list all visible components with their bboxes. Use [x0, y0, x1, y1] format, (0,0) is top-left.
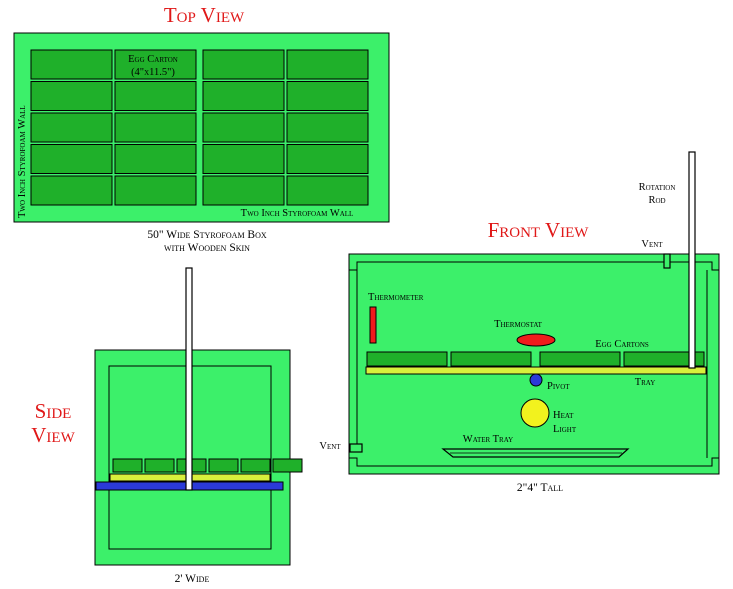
top-view-carton-label: Egg Carton — [128, 54, 178, 65]
side-view-egg-carton — [144, 458, 175, 473]
vent-top — [663, 253, 671, 269]
top-view-egg-carton — [114, 175, 197, 206]
top-view-egg-carton — [30, 175, 113, 206]
top-view-egg-carton — [286, 112, 369, 143]
front-view-caption: 2"4" Tall — [517, 482, 563, 494]
thermostat-label: Thermostat — [494, 319, 543, 330]
thermostat — [516, 333, 556, 347]
top-view-egg-carton — [286, 144, 369, 174]
top-view-egg-carton — [286, 49, 369, 80]
top-view-egg-carton — [202, 144, 285, 174]
egg-cartons-label: Egg Cartons — [595, 339, 649, 350]
top-view-carton-size: (4"x11.5") — [131, 67, 175, 78]
side-view-egg-carton — [112, 458, 143, 473]
top-view-title: Top View — [164, 3, 245, 27]
side-view-egg-carton — [208, 458, 239, 473]
thermometer-label: Thermometer — [368, 292, 424, 303]
front-view-egg-carton — [450, 351, 532, 367]
side-view: Side View 2' Wide — [31, 267, 303, 585]
vent-top-label: Vent — [641, 239, 663, 250]
top-view: Top View Egg Carton (4"x11.5") Two Inch … — [13, 3, 390, 254]
top-view-egg-carton — [30, 49, 113, 80]
top-view-bottom-wall-label: Two Inch Styrofoam Wall — [241, 208, 354, 219]
top-view-caption-line2: with Wooden Skin — [164, 242, 250, 254]
top-view-left-wall-label: Two Inch Styrofoam Wall — [17, 105, 28, 218]
thermometer — [369, 306, 377, 344]
side-view-title-line2: View — [31, 423, 75, 447]
top-view-egg-carton — [114, 144, 197, 174]
top-view-egg-carton — [286, 81, 369, 111]
top-view-egg-carton — [30, 112, 113, 143]
rotation-rod-label-line1: Rotation — [639, 182, 676, 193]
tray-label: Tray — [635, 377, 656, 388]
top-view-egg-carton — [202, 81, 285, 111]
side-view-title-line1: Side — [35, 399, 72, 423]
top-view-egg-cartons — [30, 49, 369, 206]
front-view-tray — [365, 366, 707, 375]
top-view-egg-carton — [30, 144, 113, 174]
top-view-egg-carton — [202, 49, 285, 80]
heat-light-label-line1: Heat — [553, 410, 574, 421]
pivot-label: Pivot — [547, 381, 570, 392]
front-view: Front View Rotation Rod Vent Vent Thermo… — [319, 151, 720, 494]
water-tray-label: Water Tray — [463, 434, 513, 445]
top-view-egg-carton — [114, 81, 197, 111]
front-view-egg-cartons — [366, 351, 705, 367]
top-view-caption-line1: 50" Wide Styrofoam Box — [147, 229, 267, 241]
front-view-egg-carton — [623, 351, 705, 367]
front-view-egg-carton — [366, 351, 448, 367]
front-view-rotation-rod — [688, 151, 696, 369]
top-view-egg-carton — [30, 81, 113, 111]
top-view-egg-carton — [114, 112, 197, 143]
pivot — [529, 373, 543, 387]
heat-light — [520, 398, 550, 428]
front-view-title: Front View — [488, 218, 590, 242]
heat-light-label-line2: Light — [553, 424, 577, 435]
side-view-rotation-rod — [185, 267, 193, 491]
side-view-egg-carton — [272, 458, 303, 473]
top-view-egg-carton — [202, 175, 285, 206]
top-view-egg-carton — [202, 112, 285, 143]
top-view-egg-carton — [114, 49, 197, 80]
top-view-egg-carton — [286, 175, 369, 206]
side-view-caption: 2' Wide — [175, 573, 210, 585]
front-view-egg-carton — [539, 351, 621, 367]
side-view-egg-carton — [240, 458, 271, 473]
rotation-rod-label-line2: Rod — [648, 195, 665, 206]
vent-left — [349, 443, 363, 453]
vent-left-label: Vent — [319, 441, 341, 452]
